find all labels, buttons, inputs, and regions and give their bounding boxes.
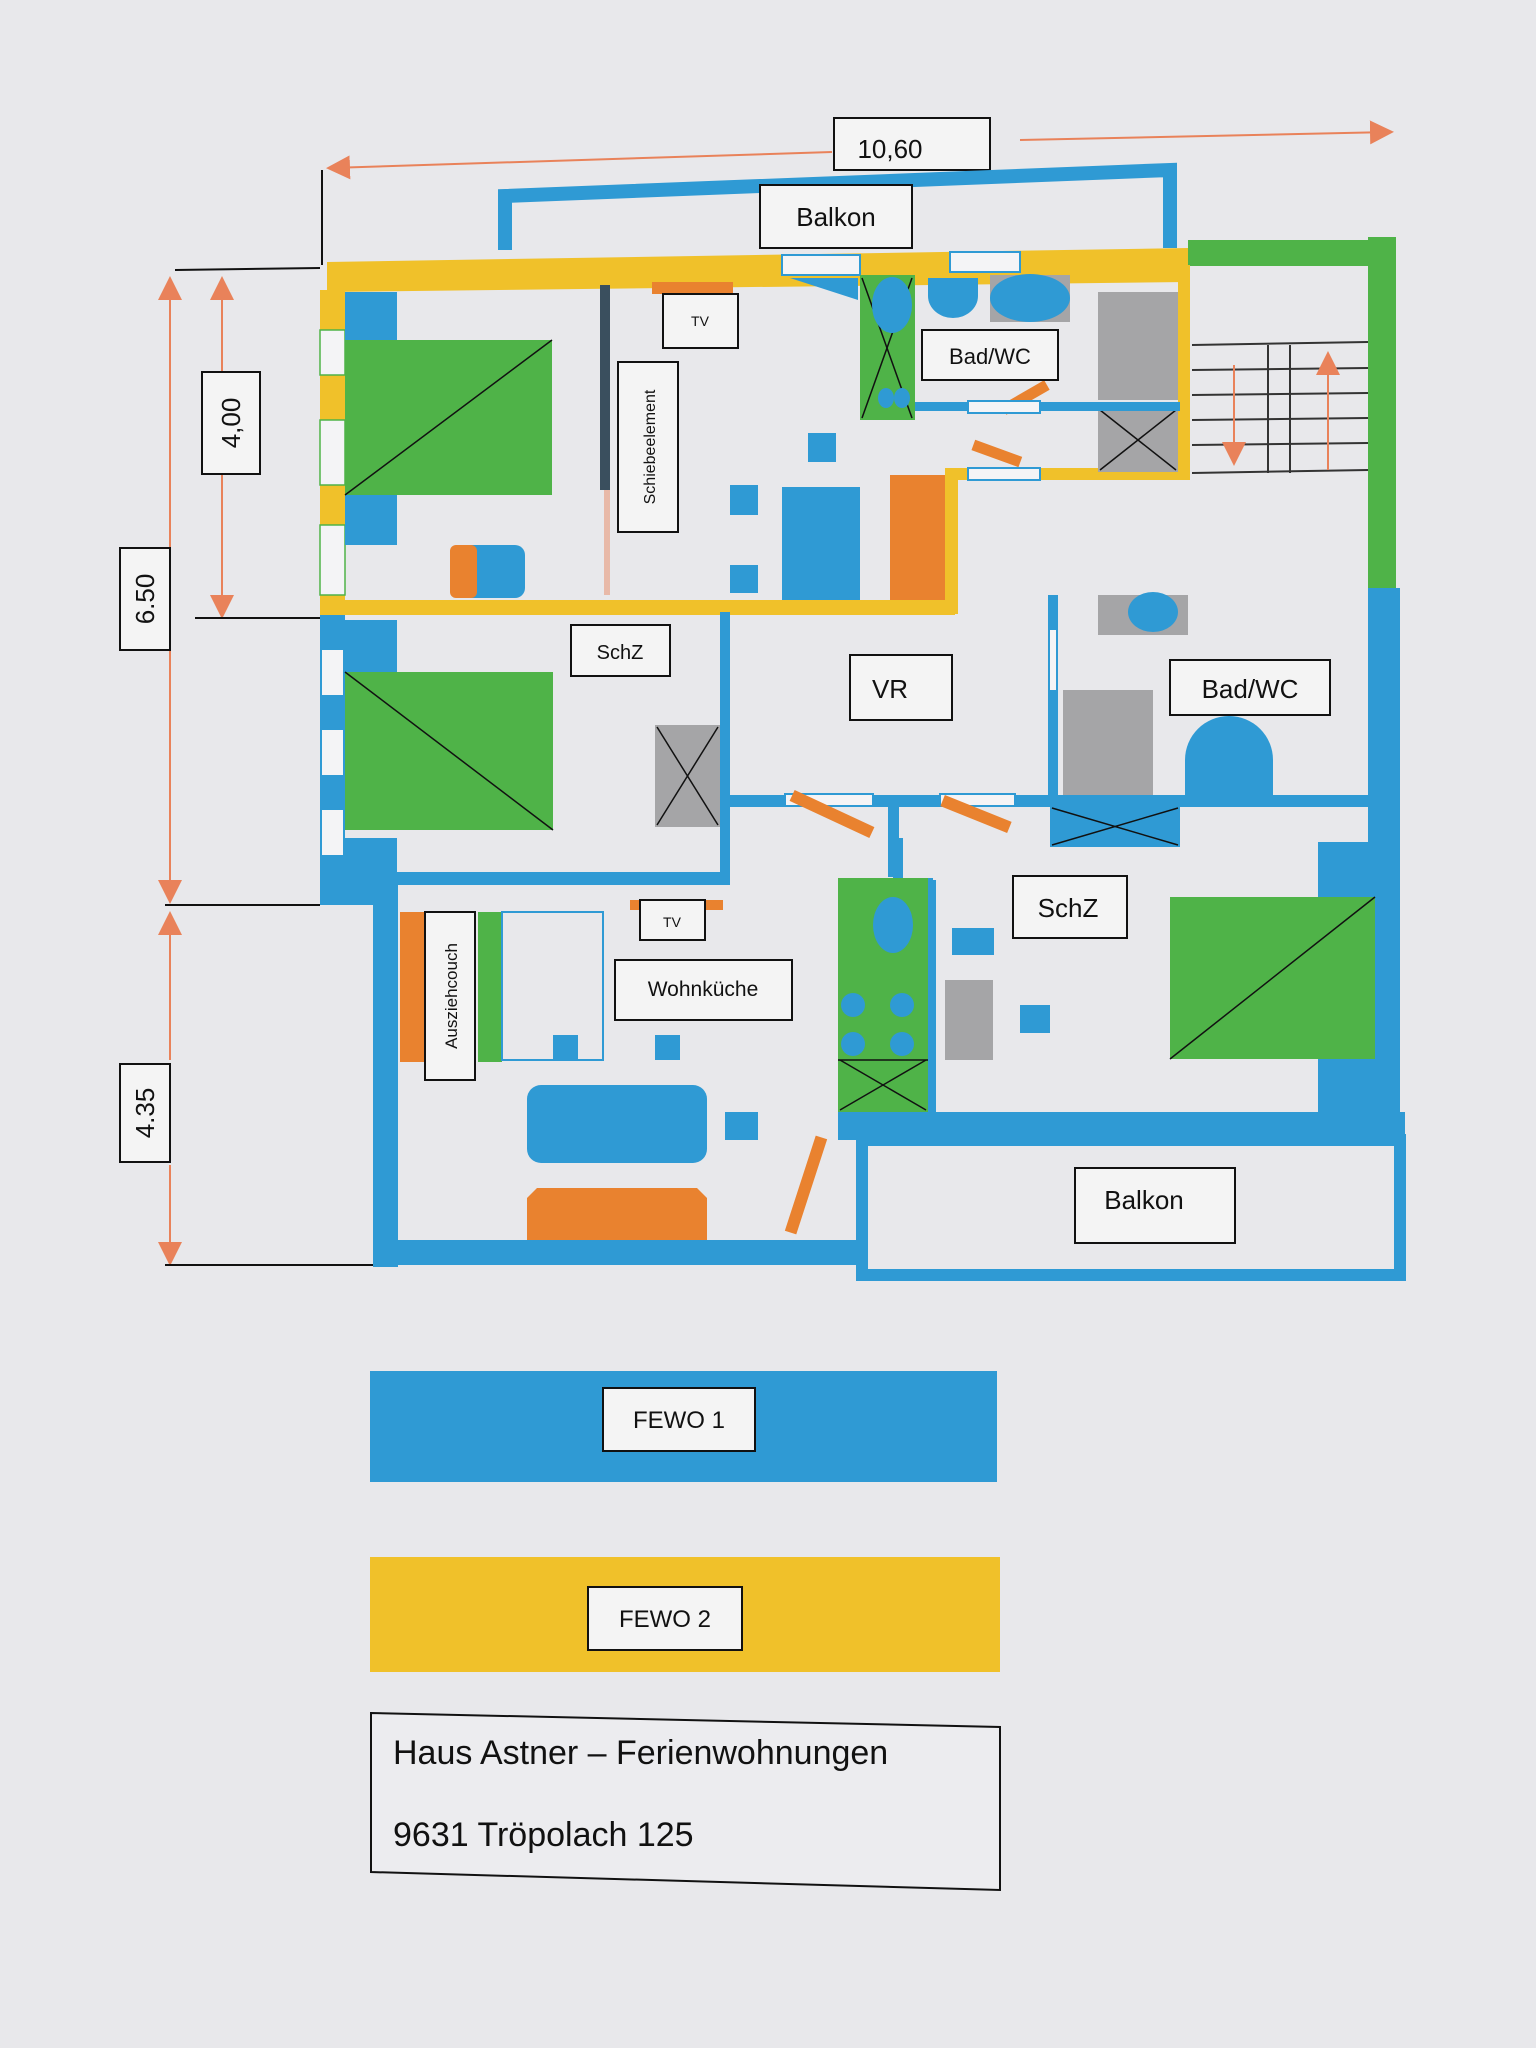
window: [319, 419, 346, 486]
stairwell: [1188, 237, 1396, 589]
pouf: [450, 545, 525, 598]
door-swing: [790, 278, 858, 300]
schz-left-label: SchZ: [597, 642, 644, 664]
width-value: 10,60: [857, 134, 922, 164]
address-box: Haus Astner – Ferienwohnungen 9631 Tröpo…: [370, 1711, 1001, 1892]
fewo1-unit: Balkon SchZ VR: [320, 588, 1406, 1281]
info-title: Haus Astner – Ferienwohnungen: [393, 1734, 888, 1772]
window: [319, 524, 346, 596]
schiebeelement-text: Schiebeelement: [642, 389, 659, 504]
dimension-lines: [158, 120, 1394, 1266]
bad-top-label: Bad/WC: [949, 344, 1031, 369]
dimension-upper-height-label: 4,00: [201, 371, 261, 475]
dimension-width-label: 10,60: [833, 117, 991, 171]
schz-right-label: SchZ: [1038, 893, 1099, 923]
kitchen-counter: [838, 838, 936, 1115]
double-bed: [344, 671, 554, 831]
total-height-value: 6.50: [130, 574, 160, 625]
window: [319, 329, 346, 376]
window: [322, 730, 343, 775]
sliding-wall: [600, 285, 610, 490]
fewo2-unit: Schiebeelement TV: [319, 248, 1190, 615]
upper-height-value: 4,00: [216, 398, 246, 449]
balcony-top-label: Balkon: [796, 202, 876, 232]
dining-table: [527, 1085, 707, 1163]
window: [322, 650, 343, 695]
table: [782, 487, 860, 600]
double-bed: [344, 339, 553, 496]
ausziehcouch-label: Ausziehcouch: [442, 943, 461, 1049]
dimension-total-height-label: 6.50: [119, 547, 171, 651]
window: [781, 254, 861, 276]
window: [322, 810, 343, 855]
schiebeelement-label: Schiebeelement: [617, 361, 679, 533]
balcony-top: Balkon: [498, 162, 1177, 250]
wohnkueche-label: Wohnküche: [648, 978, 759, 1001]
double-bed: [1169, 896, 1376, 1060]
sofa: [527, 1188, 707, 1240]
legend-fewo1: FEWO 1: [370, 1371, 997, 1482]
bathroom-top: Bad/WC: [860, 274, 1180, 481]
dimension-lower-height-label: 4.35: [119, 1063, 171, 1163]
bad-right-label: Bad/WC: [1202, 674, 1299, 704]
tv-top-text: TV: [691, 313, 710, 329]
window: [949, 251, 1021, 273]
legend-fewo1-label: FEWO 1: [633, 1407, 725, 1434]
info-address: 9631 Tröpolach 125: [393, 1816, 694, 1854]
tv-bottom-label: TV: [663, 914, 682, 930]
balcony-bottom-label: Balkon: [1104, 1185, 1184, 1215]
lower-height-value: 4.35: [130, 1088, 160, 1139]
legend-fewo2-label: FEWO 2: [619, 1606, 711, 1633]
vr-label: VR: [872, 674, 908, 704]
legend-fewo2: FEWO 2: [370, 1557, 1000, 1672]
kitchen-counter: [890, 475, 945, 600]
balcony-bottom: Balkon: [856, 1134, 1406, 1281]
tv-top-label: TV: [662, 293, 739, 349]
